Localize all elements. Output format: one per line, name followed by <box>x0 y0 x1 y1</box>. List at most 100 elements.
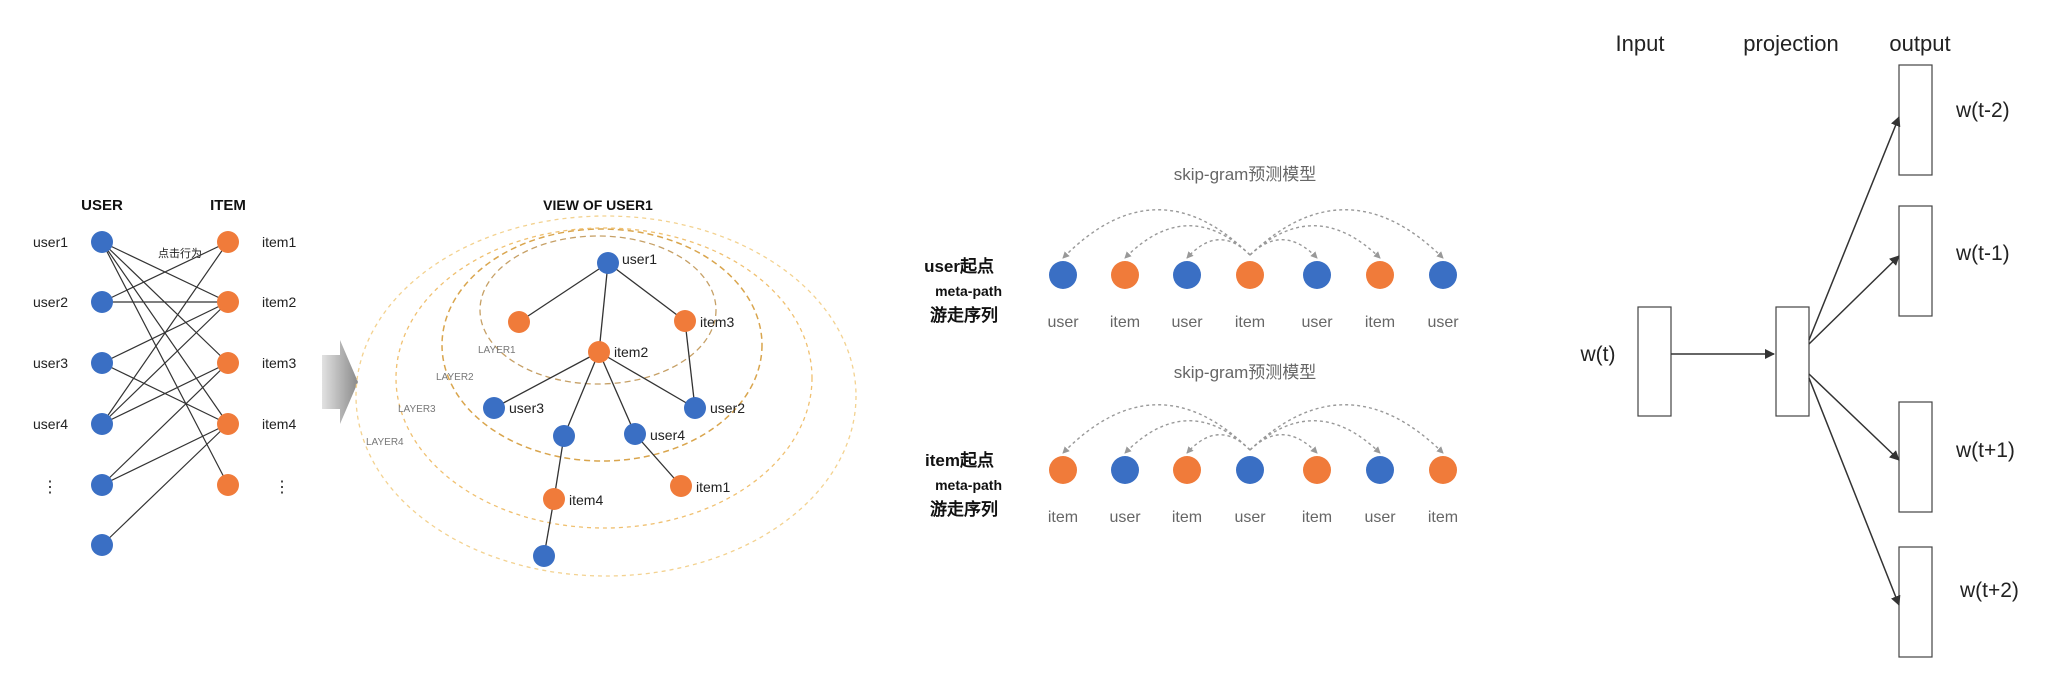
bipartite-edges <box>101 241 229 546</box>
bipartite-edge <box>101 362 229 425</box>
bipartite-edge <box>101 423 229 546</box>
output-label-t-minus-1: w(t-1) <box>1955 242 2010 265</box>
user-node <box>91 231 113 253</box>
user2-label: user2 <box>33 294 68 310</box>
user3-label: user3 <box>33 355 68 371</box>
view-user2-label: user2 <box>710 400 745 416</box>
row2-path-label: meta-path <box>935 477 1002 493</box>
row1-context-arrow <box>1062 209 1251 259</box>
row2-token: user <box>1234 509 1266 526</box>
skipgram-network: Input projection output w(t) w(t-2) w(t-… <box>1580 31 2019 658</box>
row1-node-user <box>1429 261 1457 289</box>
row2-token: item <box>1302 509 1332 526</box>
row1-node-user <box>1173 261 1201 289</box>
bipartite-graph: USER ITEM 点击行为 user1 user2 user3 user4 ⋮… <box>33 197 296 556</box>
item1-label: item1 <box>262 234 296 250</box>
user1-label: user1 <box>33 234 68 250</box>
bipartite-nodes <box>91 231 239 556</box>
row1-token: user <box>1301 314 1333 331</box>
row1-token: user <box>1047 314 1079 331</box>
item-column-header: ITEM <box>210 197 246 214</box>
node-item4 <box>543 488 565 510</box>
layer3-label: LAYER3 <box>398 404 436 415</box>
row2-start-label: item起点 <box>925 450 994 470</box>
projection-column-header: projection <box>1743 31 1838 56</box>
projection-to-t-plus-2-arrow <box>1808 377 1901 606</box>
row2-node-item <box>1173 456 1201 484</box>
view-edges <box>493 262 696 557</box>
row1-path-label: meta-path <box>935 283 1002 299</box>
user-node <box>91 534 113 556</box>
layer4-ring <box>355 215 857 577</box>
item-node <box>217 231 239 253</box>
row1-token: user <box>1171 314 1203 331</box>
row1-node-item <box>1111 261 1139 289</box>
view-user3-label: user3 <box>509 400 544 416</box>
input-box <box>1637 306 1672 417</box>
output-box-t-plus-2 <box>1898 546 1933 658</box>
output-box-t-minus-1 <box>1898 205 1933 317</box>
row2-token: item <box>1428 509 1458 526</box>
row2-context-arrow <box>1124 420 1251 454</box>
node-item3 <box>674 310 696 332</box>
user4-label: user4 <box>33 416 68 432</box>
row1-context-arrow <box>1186 239 1251 259</box>
node-user-unlabeled-2 <box>533 545 555 567</box>
node-user4 <box>624 423 646 445</box>
row2-token: user <box>1364 509 1396 526</box>
user-column-header: USER <box>81 197 123 214</box>
view-item4-label: item4 <box>569 492 603 508</box>
row1-token: user <box>1427 314 1459 331</box>
bipartite-edge <box>101 241 229 425</box>
node-user3 <box>483 397 505 419</box>
row1-node-item <box>1366 261 1394 289</box>
input-label: w(t) <box>1580 343 1616 366</box>
view-user4-label: user4 <box>650 427 685 443</box>
bipartite-edge <box>101 423 229 486</box>
row2-context-arrow <box>1249 404 1444 454</box>
view-item3-label: item3 <box>700 314 734 330</box>
click-behavior-label: 点击行为 <box>158 247 202 260</box>
node-item1 <box>670 475 692 497</box>
projection-to-t-plus-1-arrow <box>1808 373 1900 461</box>
bipartite-edge <box>101 301 229 425</box>
user-ellipsis: ⋮ <box>42 479 58 496</box>
row2-walk-nodes <box>1049 456 1457 484</box>
layer3-ring <box>395 227 813 529</box>
row2-node-user <box>1366 456 1394 484</box>
row1-context-arrow <box>1249 225 1381 259</box>
row2-context-arrow <box>1062 404 1251 454</box>
row1-context-arrow <box>1124 225 1251 259</box>
layer4-label: LAYER4 <box>366 437 404 448</box>
layer2-ring <box>441 228 763 462</box>
row1-context-arrow <box>1249 209 1444 259</box>
user-view-graph: VIEW OF USER1 LAYER1 LAYER2 LAYER3 LAYER… <box>355 197 857 577</box>
row1-token: item <box>1365 314 1395 331</box>
row2-node-user <box>1236 456 1264 484</box>
row2-context-arrow <box>1249 420 1381 454</box>
row1-context-arrows <box>1062 209 1444 259</box>
layer1-ring <box>479 235 717 385</box>
row2-walk-tokens: item user item user item user item <box>1048 509 1458 526</box>
skipgram-walks: skip-gram预测模型 user起点 meta-path 游走序列 user… <box>924 165 1459 526</box>
row2-walk-label: 游走序列 <box>930 499 998 519</box>
view-user1-label: user1 <box>622 251 657 267</box>
row2-token: item <box>1048 509 1078 526</box>
output-column-header: output <box>1889 31 1950 56</box>
row2-context-arrow <box>1186 434 1251 454</box>
row2-node-item <box>1303 456 1331 484</box>
item-node <box>217 352 239 374</box>
row1-node-user <box>1303 261 1331 289</box>
output-label-t-minus-2: w(t-2) <box>1955 99 2010 122</box>
row2-token: item <box>1172 509 1202 526</box>
row1-walk-tokens: user item user item user item user <box>1047 314 1459 331</box>
item4-label: item4 <box>262 416 296 432</box>
user-node <box>91 474 113 496</box>
item-ellipsis: ⋮ <box>274 479 290 496</box>
input-column-header: Input <box>1616 31 1665 56</box>
output-box-t-minus-2 <box>1898 64 1933 176</box>
row2-node-item <box>1429 456 1457 484</box>
node-user2 <box>684 397 706 419</box>
row2-context-arrow <box>1249 434 1318 454</box>
